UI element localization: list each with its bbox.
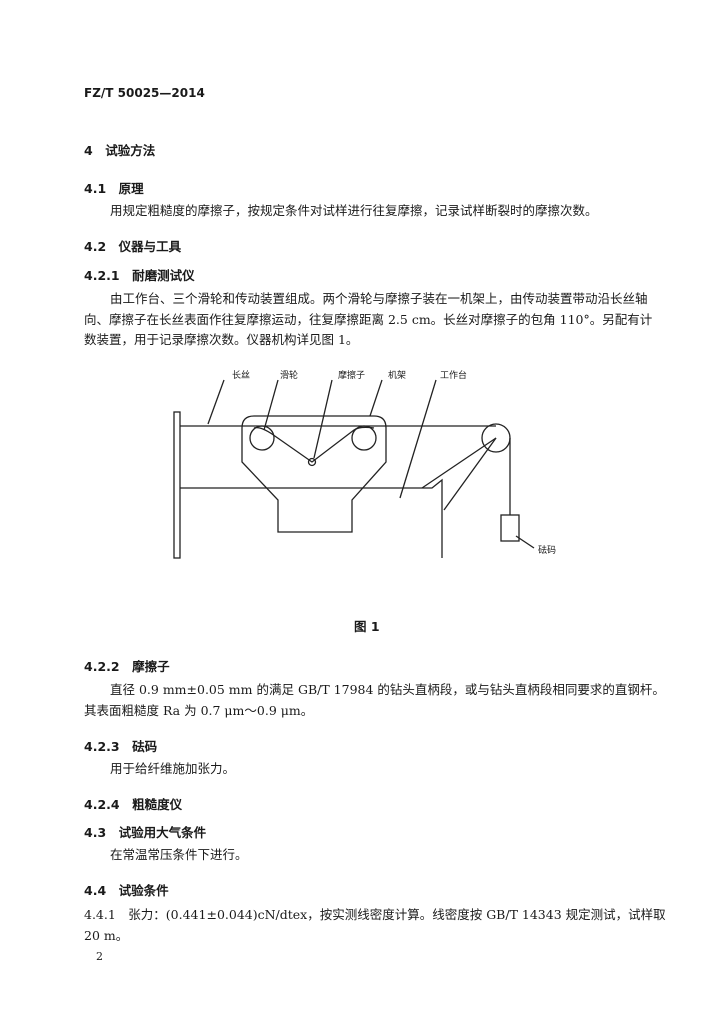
clamp-post <box>173 411 181 559</box>
section-4-3-text: 在常温常压条件下进行。 <box>110 847 248 862</box>
section-4-3-heading: 4.3 试验用大气条件 <box>84 825 207 840</box>
left-pulley <box>249 425 275 451</box>
label-rubbing-element: 摩擦子 <box>338 371 366 381</box>
figure-caption: 图 1 <box>354 619 380 634</box>
filament-wrap <box>253 426 375 463</box>
leader-frame <box>369 379 383 417</box>
pulley-support-2 <box>443 437 497 511</box>
label-worktable: 工作台 <box>440 371 468 381</box>
section-4-1-text: 用规定粗糙度的摩擦子，按规定条件对试样进行往复摩擦，记录试样断裂时的摩擦次数。 <box>110 203 598 218</box>
frame-cut <box>278 527 352 534</box>
section-4-2-1-line-3: 数装置，用于记录摩擦次数。仪器机构详见图 1。 <box>84 332 359 347</box>
weight-block <box>500 514 520 542</box>
section-4-2-2-line-1: 直径 0.9 mm±0.05 mm 的满足 GB/T 17984 的钻头直柄段，… <box>110 682 665 697</box>
section-4-4-1-line-2: 20 m。 <box>84 928 129 943</box>
section-4-2-1-heading: 4.2.1 耐磨测试仪 <box>84 268 195 283</box>
section-4-2-3-text: 用于给纤维施加张力。 <box>110 761 236 776</box>
section-4-2-3-heading: 4.2.3 砝码 <box>84 739 158 754</box>
leader-rubbing <box>313 379 333 459</box>
leader-weight <box>515 535 535 549</box>
section-4-2-4-heading: 4.2.4 粗糙度仪 <box>84 797 183 812</box>
section-4-1-heading: 4.1 原理 <box>84 181 144 196</box>
label-pulley: 滑轮 <box>280 371 299 381</box>
rubbing-element <box>307 457 317 467</box>
page-number: 2 <box>96 950 103 963</box>
label-filament: 长丝 <box>232 371 251 381</box>
worktable <box>180 478 443 558</box>
label-frame: 机架 <box>388 371 407 381</box>
label-weight: 砝码 <box>538 546 557 556</box>
section-4-2-2-line-2: 其表面粗糙度 Ra 为 0.7 μm～0.9 μm。 <box>84 703 314 718</box>
leader-filament <box>207 379 225 425</box>
section-4-4-heading: 4.4 试验条件 <box>84 883 169 898</box>
frame-outline <box>241 415 387 533</box>
right-pulley <box>351 425 377 451</box>
section-4-2-1-line-1: 由工作台、三个滑轮和传动装置组成。两个滑轮与摩擦子装在一机架上，由传动装置带动沿… <box>110 291 648 306</box>
leader-pulley <box>263 379 279 431</box>
section-4-2-1-line-2: 向、摩擦子在长丝表面作往复摩擦运动，往复摩擦距离 2.5 cm。长丝对摩擦子的包… <box>84 312 653 327</box>
document-code: FZ/T 50025—2014 <box>84 86 205 100</box>
section-4-2-heading: 4.2 仪器与工具 <box>84 239 182 254</box>
apparatus-diagram <box>173 379 535 559</box>
apparatus-figure: 长丝 滑轮 摩擦子 机架 工作台 砝码 <box>160 360 580 590</box>
leader-table <box>399 379 437 499</box>
section-4-2-2-heading: 4.2.2 摩擦子 <box>84 659 170 674</box>
section-4-heading: 4 试验方法 <box>84 143 156 158</box>
pulley-support-1 <box>421 437 497 489</box>
section-4-4-1-line-1: 4.4.1 张力：(0.441±0.044)cN/dtex，按实测线密度计算。线… <box>84 907 666 922</box>
